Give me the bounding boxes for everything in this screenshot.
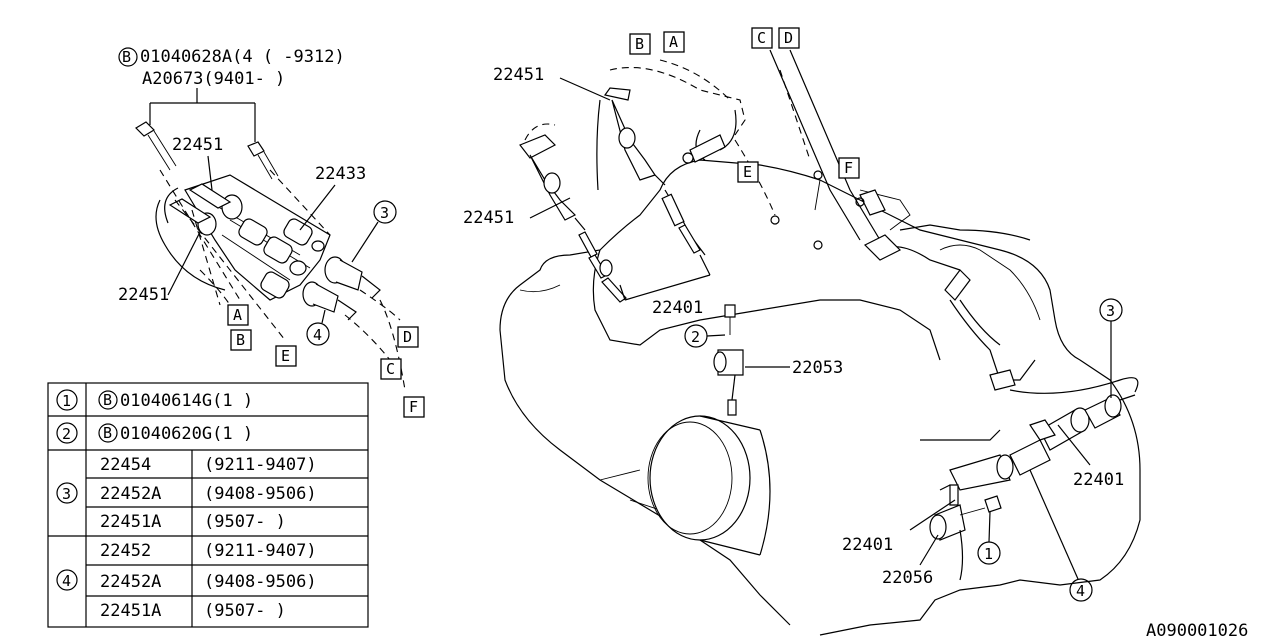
svg-text:22452A: 22452A	[100, 572, 161, 592]
svg-text:2: 2	[691, 328, 700, 346]
svg-text:(9507- ): (9507- )	[204, 512, 286, 532]
svg-text:B: B	[635, 35, 644, 53]
crank-pulley	[647, 415, 771, 556]
plug-wire-upper	[603, 87, 706, 256]
svg-text:A: A	[669, 33, 678, 51]
svg-text:D: D	[403, 328, 412, 346]
svg-text:01040614G(1 ): 01040614G(1 )	[120, 391, 253, 411]
svg-text:B: B	[236, 331, 245, 349]
legend-table: 1 B 01040614G(1 ) 2 B 01040620G(1 ) 3 22…	[47, 382, 369, 628]
svg-text:3: 3	[380, 204, 389, 222]
svg-text:1: 1	[984, 545, 993, 563]
callout-22451-mid: 22451	[463, 208, 514, 228]
svg-text:22451A: 22451A	[100, 601, 161, 621]
bolt-right	[247, 141, 279, 180]
left-coil-assembly: B 01040628A(4 ( -9312) A20673(9401- )	[118, 47, 425, 418]
callout-22451-upper: 22451	[493, 65, 544, 85]
svg-text:4: 4	[313, 326, 322, 344]
plug-wire-lower	[939, 394, 1136, 491]
letter-a-left	[227, 304, 249, 326]
svg-text:D: D	[784, 29, 793, 47]
bolt-left	[135, 121, 177, 171]
drawing-id: A090001026	[1146, 621, 1248, 640]
bolt-leader	[149, 88, 256, 142]
letter-c-left	[380, 358, 402, 380]
svg-text:(9211-9407): (9211-9407)	[204, 541, 317, 561]
legend-group-4: 4 22452 (9211-9407) 22452A (9408-9506) 2…	[56, 541, 317, 621]
svg-text:A: A	[233, 306, 242, 324]
callout-22401-lower: 22401	[842, 535, 893, 555]
ignition-coil	[155, 174, 331, 301]
svg-text:F: F	[844, 159, 853, 177]
svg-text:(9507- ): (9507- )	[204, 601, 286, 621]
letter-c-right	[751, 27, 773, 49]
callout-22401-upper: 22401	[652, 298, 703, 318]
callout-22451-bottom-left: 22451	[118, 285, 169, 305]
callout-22401-right: 22401	[1073, 470, 1124, 490]
circle-3-left	[373, 200, 397, 224]
letter-d-right	[778, 27, 800, 49]
svg-text:C: C	[757, 29, 766, 47]
svg-text:22452A: 22452A	[100, 484, 161, 504]
letter-f-right	[838, 157, 860, 179]
svg-text:C: C	[386, 360, 395, 378]
plug-wire-left	[519, 123, 627, 303]
bolt-ref-line-2: A20673(9401- )	[142, 69, 285, 89]
coil-cord-3	[324, 256, 381, 299]
svg-text:B: B	[103, 391, 112, 409]
letter-b-left	[230, 329, 252, 351]
svg-text:1: 1	[62, 392, 71, 410]
circle-4-left	[306, 322, 330, 346]
letter-f-left	[403, 396, 425, 418]
engine-outline	[499, 109, 1141, 636]
bolt-ref-line-1: 01040628A(4 ( -9312)	[140, 47, 345, 67]
callout-22053: 22053	[792, 358, 843, 378]
svg-text:22452: 22452	[100, 541, 151, 561]
svg-text:3: 3	[62, 485, 71, 503]
letter-e-right	[737, 161, 759, 183]
svg-text:4: 4	[1076, 582, 1085, 600]
svg-text:01040620G(1 ): 01040620G(1 )	[120, 424, 253, 444]
legend-row-2: 2 B 01040620G(1 )	[56, 422, 253, 444]
callout-22056: 22056	[882, 568, 933, 588]
bolt-b-symbol	[118, 47, 138, 67]
circle-4-right	[1069, 578, 1093, 602]
cam-sensor-22053	[713, 304, 744, 416]
letter-e-left	[275, 345, 297, 367]
coil-cord-4	[302, 281, 357, 321]
svg-text:2: 2	[62, 425, 71, 443]
svg-text:E: E	[743, 163, 752, 181]
svg-text:(9408-9506): (9408-9506)	[204, 484, 317, 504]
letter-a-right	[663, 31, 685, 53]
svg-text:B: B	[103, 424, 112, 442]
legend-group-3: 3 22454 (9211-9407) 22452A (9408-9506) 2…	[56, 455, 317, 532]
engine-harness	[596, 49, 1139, 394]
svg-text:22454: 22454	[100, 455, 151, 475]
bolt-b-letter: B	[122, 48, 131, 66]
callout-22433: 22433	[315, 164, 366, 184]
svg-text:E: E	[281, 347, 290, 365]
svg-text:(9408-9506): (9408-9506)	[204, 572, 317, 592]
letter-b-right	[629, 33, 651, 55]
svg-text:22451A: 22451A	[100, 512, 161, 532]
svg-text:4: 4	[62, 572, 71, 590]
crank-sensor-22056	[929, 484, 1002, 581]
svg-text:(9211-9407): (9211-9407)	[204, 455, 317, 475]
callout-22451-top: 22451	[172, 135, 223, 155]
svg-text:3: 3	[1106, 302, 1115, 320]
svg-text:F: F	[409, 398, 418, 416]
letter-d-left	[397, 326, 419, 348]
legend-row-1: 1 B 01040614G(1 )	[56, 389, 253, 411]
